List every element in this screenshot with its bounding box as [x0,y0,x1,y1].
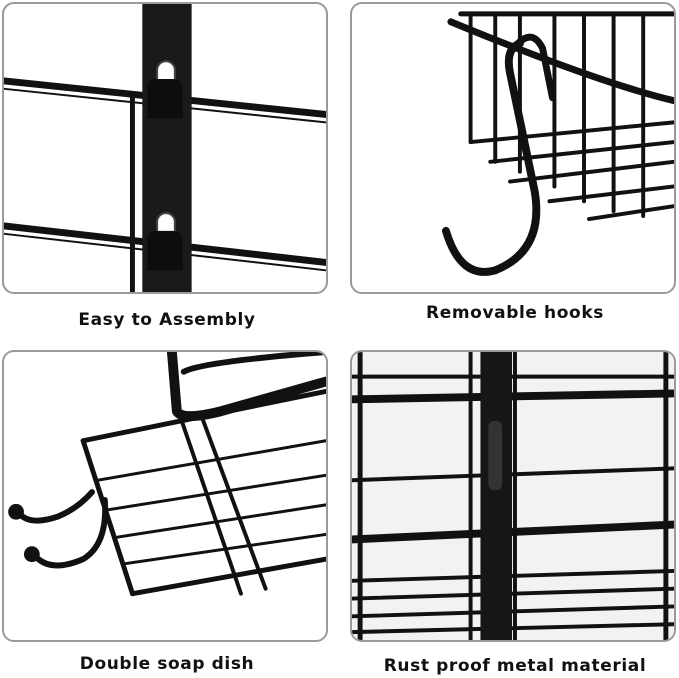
feature-photo-hooks [350,2,676,294]
feature-photo-soap-dish [2,350,328,642]
hook-illustration [441,11,674,276]
metal-illustration [352,352,674,640]
caption-removable-hooks: Removable hooks [426,303,604,323]
caption-rust-proof: Rust proof metal material [383,656,647,676]
caption-easy-assembly: Easy to Assembly [78,310,256,330]
feature-photo-assembly [2,2,328,294]
caption-double-soap-dish: Double soap dish [79,654,255,674]
feature-photo-metal [350,350,676,642]
assembly-illustration [4,4,326,292]
soap-dish-illustration [8,352,326,597]
